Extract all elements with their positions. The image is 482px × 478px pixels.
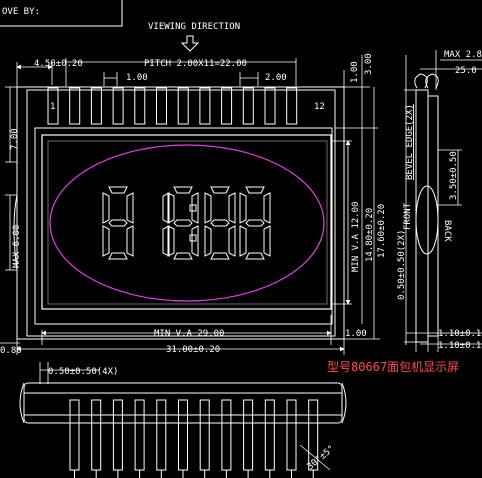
- bottom-pin-3: [112, 399, 123, 471]
- bottom-pin-9: [243, 399, 254, 471]
- dim-bottom-left: 0.80: [0, 346, 22, 356]
- dim-left-height: 7.00: [10, 128, 20, 150]
- colon-dot: [189, 234, 197, 242]
- bottom-dimensions: MIN V.A 29.00 1.00 31.00±0.20 0.80: [0, 315, 367, 356]
- title-block: OVE BY:: [0, 0, 123, 27]
- seven-segment-digits: [102, 186, 271, 260]
- digit-2: [162, 192, 170, 257]
- front-view: 1 12: [13, 86, 345, 340]
- bottom-pin-2: [91, 399, 102, 471]
- side-bevel-top: [414, 73, 428, 89]
- viewing-direction-arrow-icon: [180, 35, 200, 52]
- dim-pin-width: 1.00: [126, 73, 148, 83]
- bottom-pin-6: [178, 399, 188, 471]
- side-back-glass: [427, 95, 439, 337]
- glass-outline: [34, 127, 333, 325]
- dim-right-gap: 1.00: [345, 329, 367, 339]
- dim-total-width: 31.00±0.20: [166, 345, 220, 355]
- dim-offset-top-left: 4.50±0.20: [34, 59, 83, 69]
- digit-3: [167, 186, 199, 260]
- side-bevel-edge: BEVEL EDGE(2X): [405, 104, 415, 180]
- dim-max-height: MAX 6.00: [12, 225, 22, 268]
- pin-11: [264, 87, 276, 125]
- bezel-outline: [26, 89, 336, 337]
- side-top-value: 25.0: [455, 66, 477, 76]
- pin-3: [90, 87, 102, 125]
- right-dimensions: 1.00 3.00 MIN V.A 12.00 14.80±0.20 17.60…: [331, 53, 387, 340]
- digit-1: [102, 186, 134, 260]
- top-dimensions: 4.50±0.20 PITCH 2.00X11=22.00 1.00 2.00: [16, 58, 297, 87]
- bottom-pin-11: [286, 399, 297, 471]
- side-max-label: MAX 2.8: [444, 50, 482, 60]
- bottom-pin-10: [264, 399, 275, 471]
- side-front-label: FRONT: [403, 202, 413, 230]
- pin-5: [134, 87, 146, 125]
- dim-pin-angle: 30°±5°: [306, 444, 337, 473]
- viewing-direction-label: VIEWING DIRECTION: [148, 22, 240, 32]
- pin-row-top: [47, 87, 298, 125]
- display-inner: [47, 140, 328, 305]
- dim-view-area-height: MIN V.A 12.00: [351, 202, 361, 272]
- pin-6: [156, 87, 167, 125]
- bottom-pin-7: [199, 399, 210, 471]
- pin-4: [112, 87, 124, 125]
- side-lens: [415, 185, 439, 255]
- viewing-direction: VIEWING DIRECTION: [148, 22, 240, 52]
- digit-5: [239, 186, 271, 260]
- colon-dot: [189, 204, 197, 212]
- bottom-body: [23, 382, 343, 424]
- dim-pitch: PITCH 2.00X11=22.00: [144, 59, 247, 69]
- pin-1: [47, 87, 59, 125]
- pin-label-12: 12: [314, 102, 325, 112]
- left-dimensions: 7.00 MAX 6.00: [5, 86, 22, 271]
- pin-9: [221, 87, 233, 125]
- side-view: MAX 2.8 25.0 BEVEL EDGE(2X) FRONT BACK 3…: [397, 50, 482, 352]
- side-edge-offset: 0.50±0.50(2X): [397, 230, 407, 300]
- pin-10: [242, 87, 254, 125]
- pin-8: [199, 87, 211, 125]
- viewing-area-ellipse: [49, 144, 325, 302]
- bottom-view: 0.50±0.50(4X) 30°±5°: [19, 362, 347, 478]
- pin-2: [69, 87, 81, 125]
- title-block-text: OVE BY:: [2, 7, 40, 17]
- dim-top-right-a: 1.00: [350, 61, 360, 83]
- dim-glass-outer-height: 17.60±0.20: [377, 204, 387, 258]
- dim-view-area-width: MIN V.A 29.00: [154, 329, 224, 339]
- pin-12: [286, 87, 298, 125]
- digit-4: [204, 186, 236, 260]
- side-thickness-b: 1.10±0.10: [438, 341, 482, 351]
- bottom-pin-5: [156, 399, 167, 471]
- dim-pin-chamfer: 0.50±0.50(4X): [48, 367, 118, 377]
- side-thickness-a: 1.10±0.10: [438, 329, 482, 339]
- pin-7: [177, 87, 189, 125]
- pin-label-1: 1: [50, 102, 55, 112]
- dim-pin-gap: 2.00: [265, 73, 287, 83]
- pin-row-bottom: [69, 399, 319, 478]
- bottom-pin-4: [134, 399, 145, 471]
- outer-frame: [16, 86, 345, 340]
- caption-text: 型号80667面包机显示屏: [327, 360, 459, 374]
- side-back-dim: 3.50±0.50: [449, 151, 459, 200]
- dim-glass-inner-height: 14.80±0.20: [365, 208, 375, 262]
- dim-top-right-b: 3.00: [364, 53, 374, 75]
- bottom-pin-1: [69, 399, 80, 471]
- left-tab: [13, 194, 18, 271]
- side-back-label: BACK: [442, 220, 452, 242]
- bottom-pin-8: [221, 399, 232, 471]
- side-front-glass: [415, 89, 429, 343]
